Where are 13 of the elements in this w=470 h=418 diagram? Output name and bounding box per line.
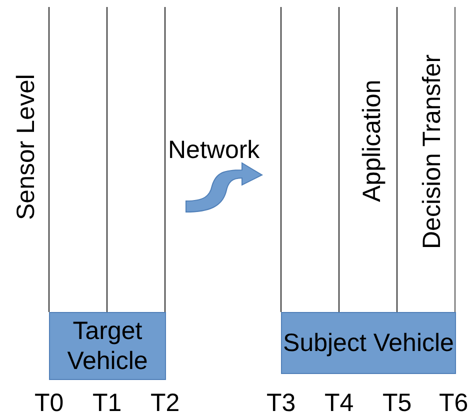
time-label: T4	[324, 389, 354, 417]
time-label: T6	[439, 389, 468, 417]
time-label: T3	[266, 389, 296, 417]
level-label: Decision Transfer	[418, 54, 446, 249]
time-label: T2	[150, 389, 180, 417]
vehicle-box: Subject Vehicle	[281, 312, 456, 374]
time-label: T0	[34, 389, 64, 417]
vehicle-box: Target Vehicle	[49, 312, 166, 380]
network-label: Network	[168, 136, 260, 164]
level-label: Application	[358, 80, 386, 202]
level-label: Sensor Level	[12, 74, 40, 220]
time-label: T1	[92, 389, 122, 417]
time-label: T5	[382, 389, 412, 417]
